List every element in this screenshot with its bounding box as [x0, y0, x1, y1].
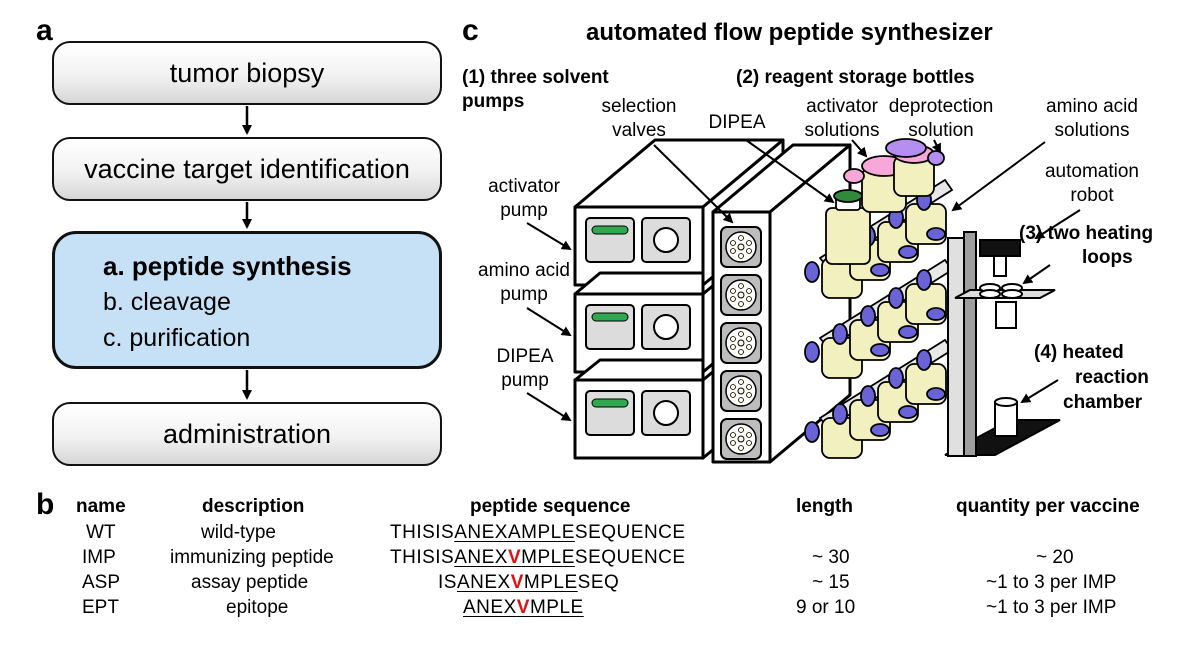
seq-epitope-end: MPLE — [523, 572, 578, 593]
table-header-sequence: peptide sequence — [470, 496, 631, 517]
flow-step-label: vaccine target identification — [84, 153, 410, 184]
table-cell-description: epitope — [226, 597, 289, 618]
table-cell-sequence: THISISANEXAMPLESEQUENCE — [390, 522, 686, 544]
label-dipea-pump-line2: pump — [501, 370, 549, 391]
label-chamber-line3: chamber — [1063, 392, 1143, 413]
table-cell-sequence: THISISANEXVMPLESEQUENCE — [390, 547, 686, 569]
label-dipea: DIPEA — [708, 112, 766, 133]
table-cell-quantity: ~1 to 3 per IMP — [986, 572, 1117, 593]
table-cell-name: ASP — [82, 572, 121, 593]
panel-b-letter: b — [36, 488, 55, 521]
seq-epitope-end: MPLE — [529, 597, 584, 618]
seq-mutant-residue: V — [507, 547, 522, 568]
label-selection-valves-line1: selection — [601, 96, 677, 117]
synthesis-step-purification: c. purification — [103, 324, 251, 352]
table-cell-length: ~ 15 — [812, 572, 850, 593]
pump-faces — [585, 217, 691, 436]
label-activator-solutions-line1: activator — [806, 96, 878, 117]
table-cell-name: WT — [86, 522, 116, 543]
synthesis-step-cleavage: b. cleavage — [103, 288, 231, 316]
flow-step-synthesis-group: a. peptide synthesis b. cleavage c. puri… — [52, 231, 442, 369]
label-amino-pump-line2: pump — [500, 284, 548, 305]
table-cell-quantity: ~1 to 3 per IMP — [986, 597, 1117, 618]
seq-epitope-start: ANEX — [463, 597, 517, 618]
seq-epitope-end: MPLE — [521, 522, 575, 543]
table-cell-description: assay peptide — [191, 572, 309, 593]
table-header-quantity: quantity per vaccine — [956, 496, 1140, 517]
seq-suffix: SEQUENCE — [574, 522, 686, 543]
table-cell-description: immunizing peptide — [170, 547, 334, 568]
selection-valves — [720, 226, 762, 460]
table-cell-sequence: ANEXVMPLE — [463, 597, 584, 619]
label-selection-valves-line2: valves — [612, 120, 666, 141]
label-robot-line2: robot — [1070, 185, 1114, 206]
table-header-name: name — [76, 496, 126, 517]
seq-epitope-start: ANEX — [454, 522, 508, 543]
label-deprotection-line1: deprotection — [888, 96, 994, 117]
table-cell-description: wild-type — [201, 522, 276, 543]
table-cell-length: ~ 30 — [812, 547, 850, 568]
seq-prefix: IS — [438, 572, 457, 593]
seq-prefix: THISIS — [390, 522, 455, 543]
automation-robot — [944, 231, 1061, 457]
table-cell-name: EPT — [82, 597, 119, 618]
seq-epitope-start: ANEX — [454, 547, 508, 568]
label-robot-line1: automation — [1044, 161, 1139, 182]
seq-underlined: ANEXVMPLE — [457, 572, 578, 593]
seq-mutant-residue: V — [516, 597, 530, 618]
flow-step-label: tumor biopsy — [169, 57, 325, 88]
table-header-length: length — [796, 496, 853, 517]
table-cell-name: IMP — [82, 547, 116, 568]
label-amino-solutions-line2: solutions — [1054, 120, 1130, 141]
flow-step-target-identification: vaccine target identification — [52, 137, 442, 201]
label-dipea-pump-line1: DIPEA — [496, 346, 554, 367]
panel-c-title: automated flow peptide synthesizer — [586, 19, 993, 46]
label-activator-pump-line1: activator — [488, 176, 560, 197]
table-header-description: description — [202, 496, 305, 517]
label-reagent-bottles: (2) reagent storage bottles — [736, 67, 975, 88]
flow-step-label: administration — [162, 418, 332, 449]
label-amino-pump-line1: amino acid — [478, 260, 570, 281]
panel-a-letter: a — [36, 14, 53, 47]
table-cell-length: 9 or 10 — [796, 597, 856, 618]
label-heating-loops-line2: loops — [1082, 247, 1133, 268]
label-pumps-line2: pumps — [462, 91, 525, 112]
table-cell-sequence: ISANEXVMPLESEQ — [438, 572, 619, 594]
panel-c-letter: c — [462, 14, 479, 47]
seq-underlined: ANEXVMPLE — [454, 547, 575, 568]
callout-arrows — [526, 139, 1081, 422]
label-activator-pump-line2: pump — [500, 200, 548, 221]
seq-mutant-residue: V — [510, 572, 524, 593]
seq-suffix: SEQ — [577, 572, 620, 593]
seq-suffix: SEQUENCE — [574, 547, 686, 568]
seq-epitope-end: MPLE — [521, 547, 575, 568]
flow-step-administration: administration — [52, 402, 442, 466]
label-pumps-line1: (1) three solvent — [462, 67, 609, 88]
seq-epitope-start: ANEX — [456, 572, 511, 593]
synthesis-step-peptide-synthesis: a. peptide synthesis — [103, 251, 352, 281]
seq-wildtype-residue: A — [507, 522, 522, 543]
seq-underlined: ANEXAMPLE — [454, 522, 575, 543]
valve-port-dots — [730, 235, 752, 451]
label-chamber-line2: reaction — [1075, 367, 1149, 388]
table-cell-quantity: ~ 20 — [1036, 547, 1074, 568]
seq-underlined: ANEXVMPLE — [463, 597, 584, 618]
label-amino-solutions-line1: amino acid — [1046, 96, 1138, 117]
label-activator-solutions-line2: solutions — [804, 120, 880, 141]
seq-prefix: THISIS — [390, 547, 455, 568]
flow-step-tumor-biopsy: tumor biopsy — [52, 41, 442, 105]
label-chamber-line1: (4) heated — [1034, 342, 1124, 363]
label-deprotection-line2: solution — [908, 120, 974, 141]
reagent-bottle-rack — [804, 138, 954, 459]
